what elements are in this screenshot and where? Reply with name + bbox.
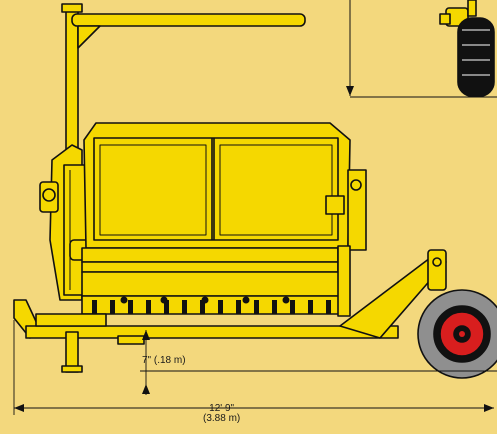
hopper [83,122,367,251]
dimension-lines [13,320,497,415]
tunnel-section [81,245,351,317]
overall-length-metric: (3.88 m) [203,413,241,424]
transport-wheel [417,249,497,379]
chassis [13,257,447,373]
ground-clearance-label: 7" (.18 m) [142,355,186,366]
overall-length-imperial: 12' 9" [209,403,235,414]
inset-detail-view [346,0,497,98]
overall-length-label: 12' 9" (3.88 m) [203,404,240,424]
